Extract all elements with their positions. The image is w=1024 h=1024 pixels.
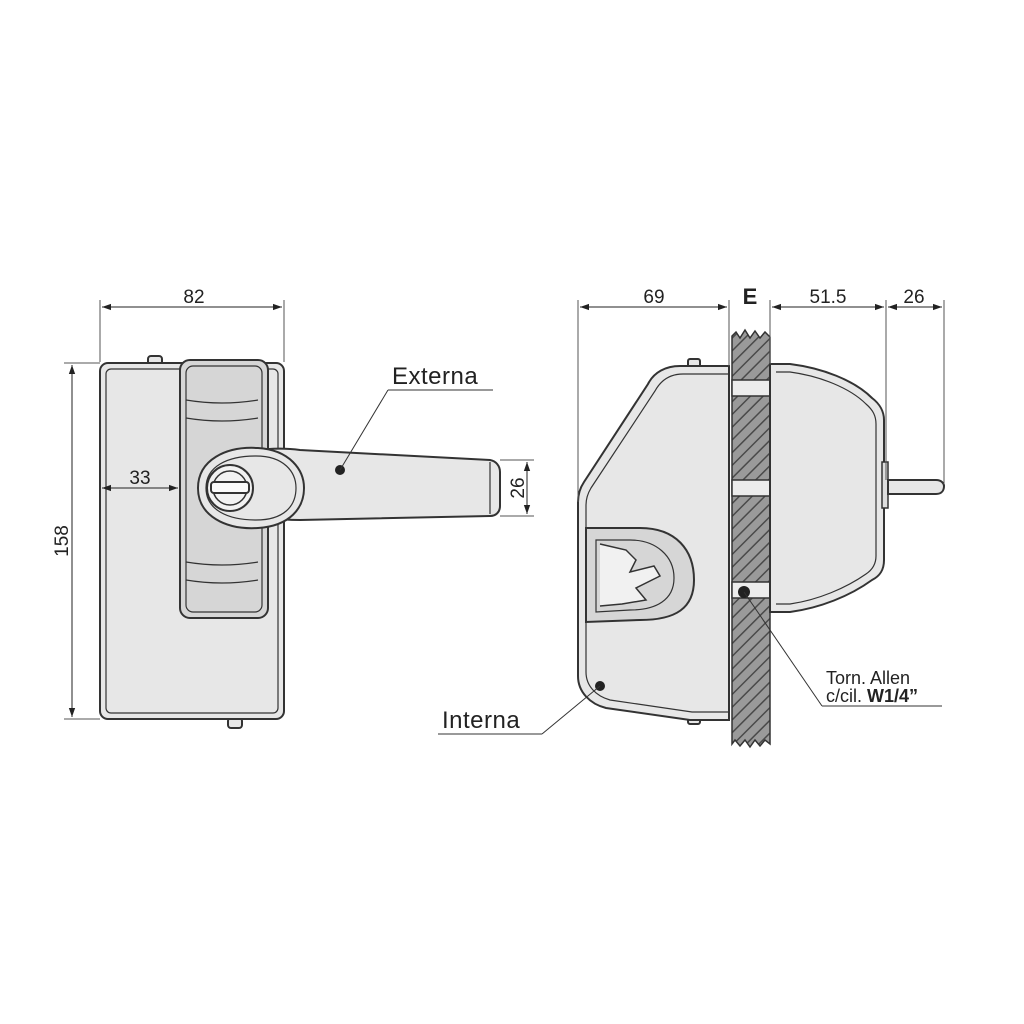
externa-callout: Externa bbox=[339, 363, 493, 471]
dim-side-depth: 69 bbox=[643, 287, 664, 308]
label-screw-prefix: c/cil. bbox=[826, 686, 867, 706]
label-interna: Interna bbox=[442, 707, 520, 734]
screw-callout: Torn. Allen c/cil. W1/4” bbox=[743, 591, 942, 707]
inner-knob bbox=[585, 527, 696, 624]
dim-front-offset: 33 bbox=[129, 468, 150, 489]
side-view bbox=[577, 328, 946, 749]
wall-section bbox=[731, 328, 771, 749]
dim-handle-height: 26 bbox=[508, 477, 529, 498]
front-view bbox=[99, 355, 501, 729]
dim-front-height: 158 bbox=[52, 525, 73, 557]
label-screw-line1: Torn. Allen bbox=[826, 668, 910, 688]
outer-body bbox=[769, 363, 885, 613]
dim-side-tail: 26 bbox=[903, 287, 924, 308]
side-dimensions: 69 E 51.5 26 bbox=[577, 284, 945, 502]
label-screw-thread: W1/4” bbox=[867, 686, 918, 706]
front-dimensions: 82 158 33 26 bbox=[52, 287, 534, 720]
key-cylinder-icon bbox=[206, 464, 254, 512]
latch-tongue bbox=[881, 461, 946, 509]
dim-front-width: 82 bbox=[183, 287, 204, 308]
dim-side-inner: 51.5 bbox=[810, 287, 847, 308]
dim-wall: E bbox=[743, 284, 758, 309]
label-externa: Externa bbox=[392, 363, 478, 390]
interna-callout: Interna bbox=[438, 685, 601, 735]
label-screw-line2: c/cil. W1/4” bbox=[826, 686, 918, 706]
